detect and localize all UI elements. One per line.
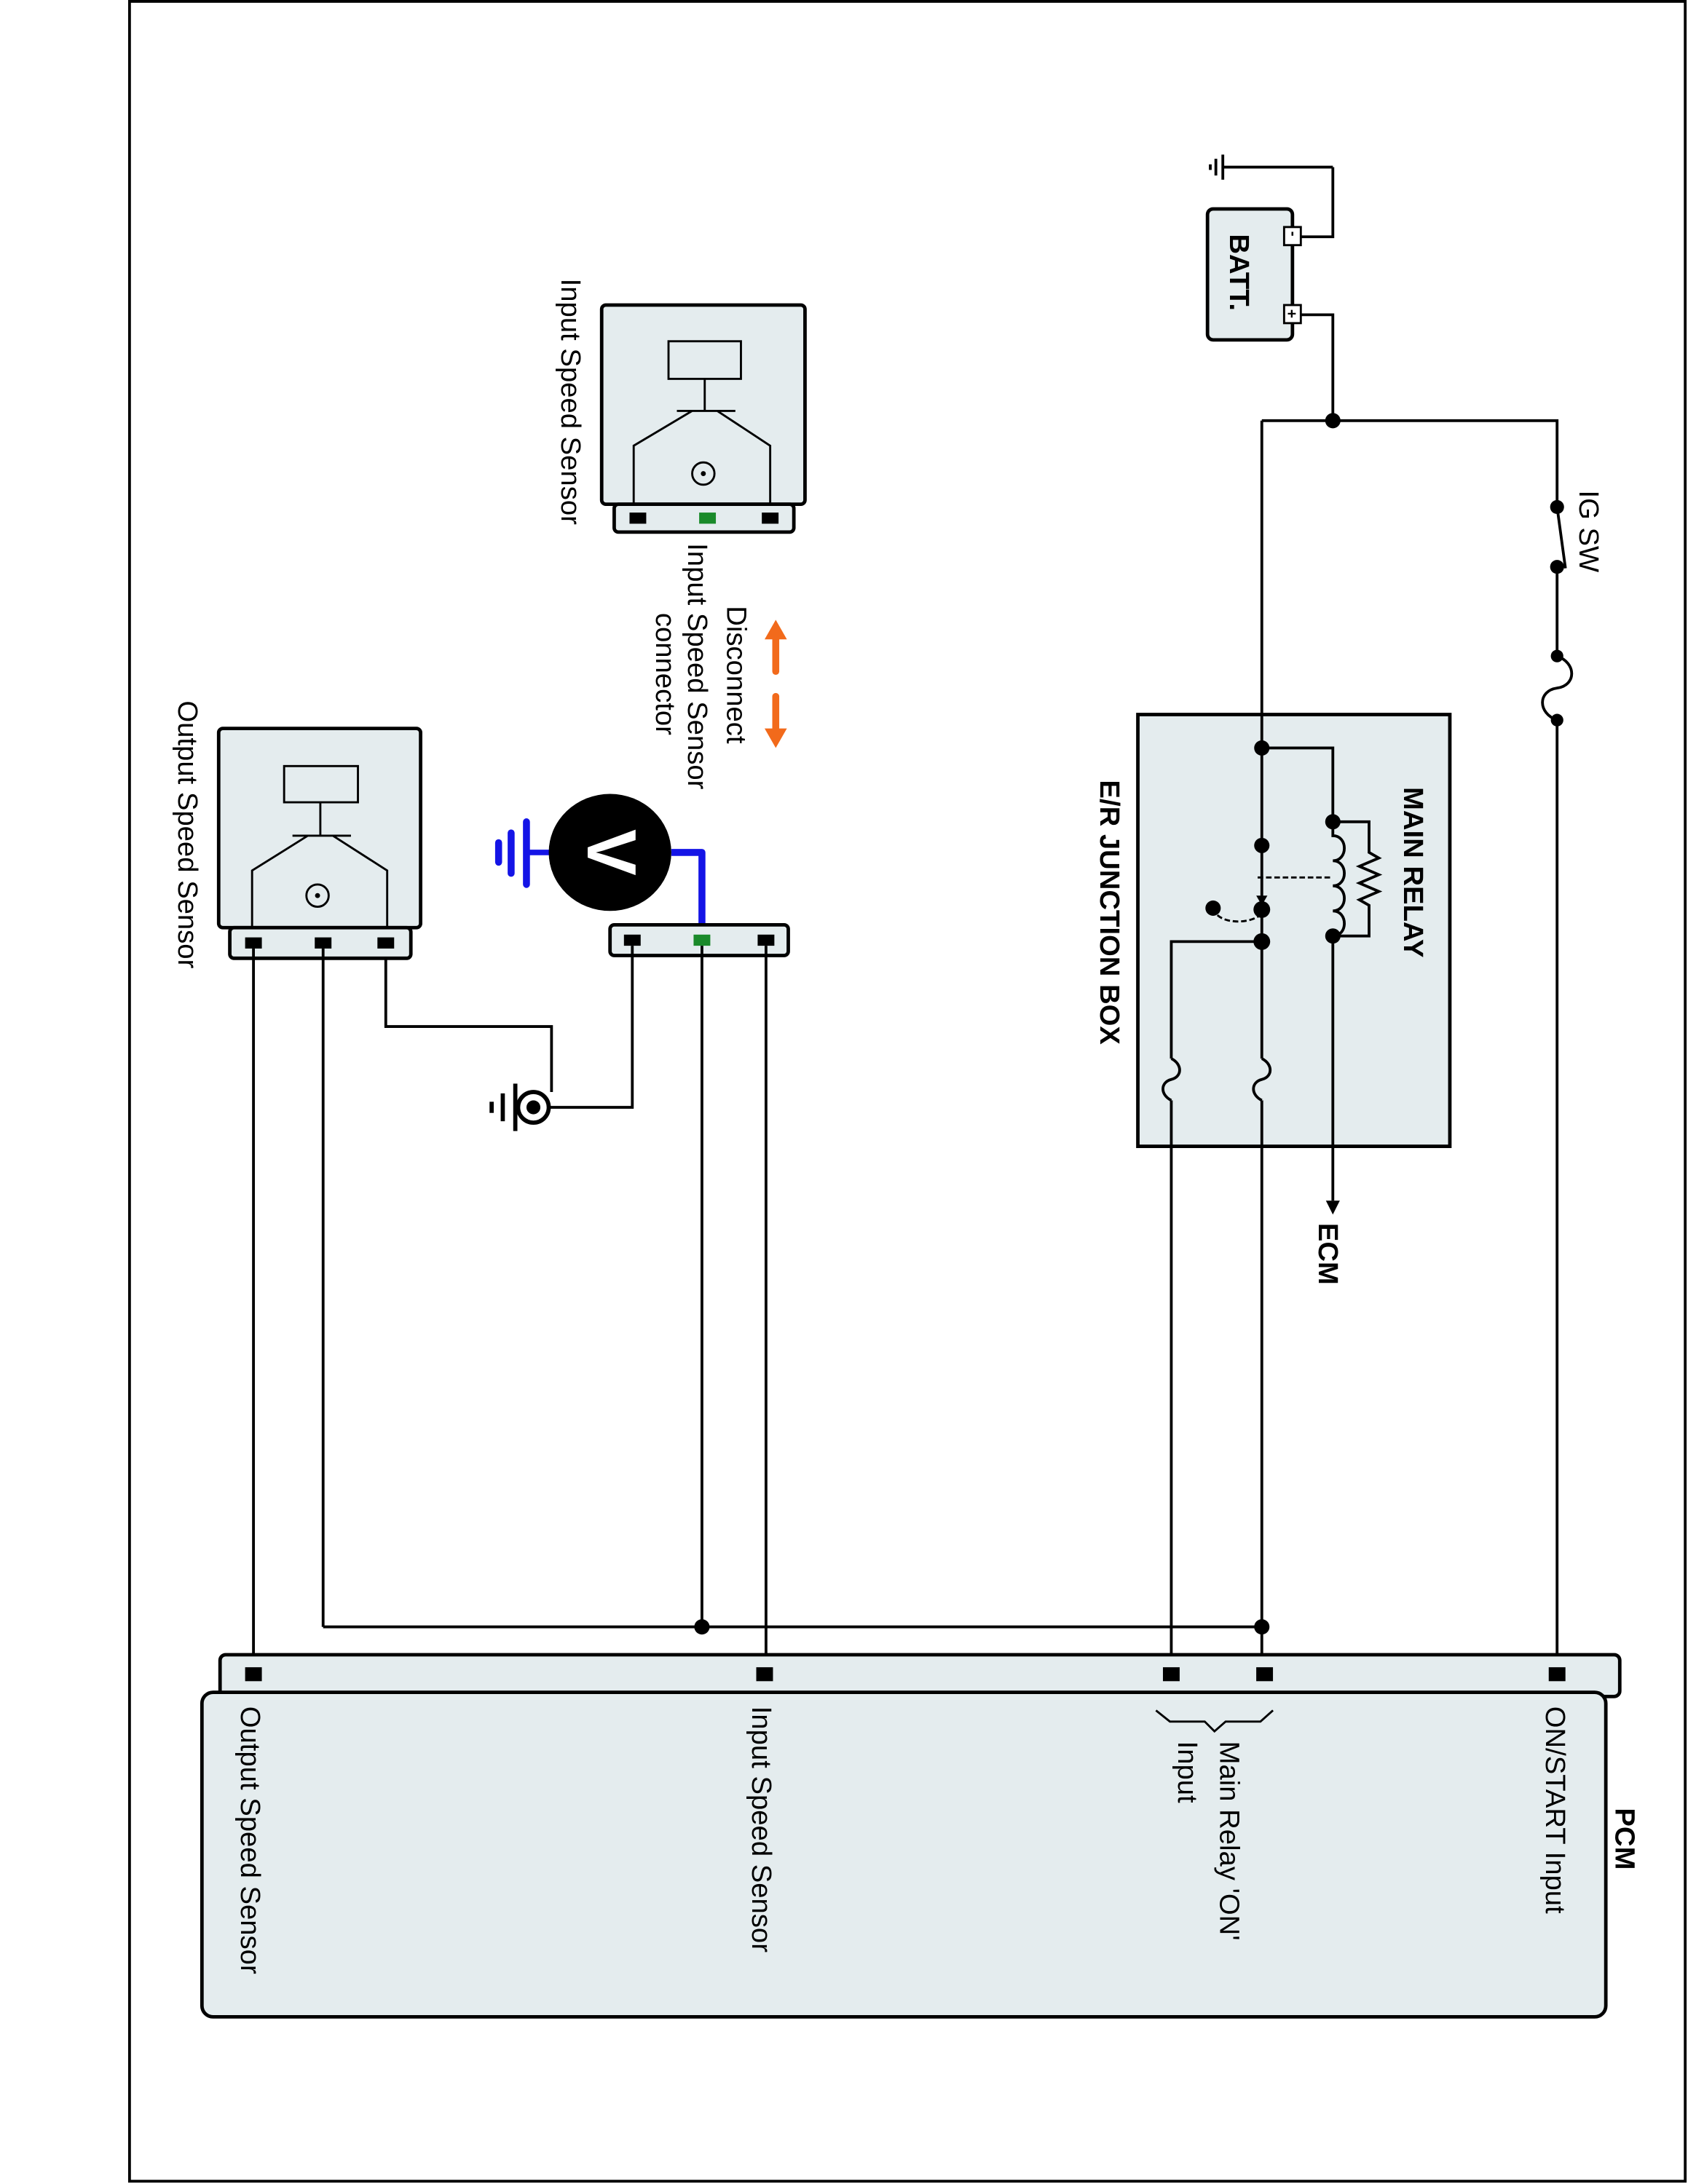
voltmeter: V bbox=[494, 794, 706, 941]
input-speed-sensor bbox=[599, 303, 807, 534]
pcm bbox=[200, 1653, 1622, 2019]
main-relay-label: MAIN RELAY bbox=[1397, 787, 1429, 958]
ecm-arrow-icon bbox=[1325, 1200, 1340, 1215]
brace-icon bbox=[1155, 1709, 1274, 1733]
resistor-icon bbox=[1333, 820, 1383, 938]
input-speed-sensor-harness-connector bbox=[608, 923, 790, 957]
pcm-output-speed-sensor-label: Output Speed Sensor bbox=[234, 1706, 266, 1974]
output-speed-sensor-label: Output Speed Sensor bbox=[172, 700, 203, 968]
disconnect-connector-label-2: connector bbox=[650, 613, 681, 735]
junction-box-label: E/R JUNCTION BOX bbox=[1094, 780, 1125, 1045]
er-junction-box bbox=[1136, 713, 1452, 1149]
battery-minus-label: - bbox=[1285, 232, 1301, 237]
page-frame bbox=[127, 0, 1687, 2183]
ecm-label: ECM bbox=[1312, 1223, 1344, 1285]
output-speed-sensor bbox=[216, 727, 422, 960]
ig-switch-label: IG SW bbox=[1573, 490, 1604, 572]
pcm-main-relay-input-label-2: Input bbox=[1172, 1741, 1203, 1803]
fuse-icon bbox=[1541, 649, 1574, 727]
relay-coil-icon bbox=[1331, 821, 1346, 938]
disconnect-arrow-icon bbox=[764, 620, 787, 748]
pcm-input-speed-sensor-label: Input Speed Sensor bbox=[746, 1706, 777, 1952]
battery-minus-terminal bbox=[1282, 226, 1302, 247]
disconnect-label: Disconnect bbox=[720, 606, 752, 744]
battery-ground-icon bbox=[1209, 154, 1333, 180]
ground-icon bbox=[489, 1083, 551, 1131]
pcm-on-start-input-label: ON/START Input bbox=[1539, 1706, 1571, 1914]
ignition-switch: IG SW bbox=[1550, 490, 1604, 574]
voltmeter-label: V bbox=[572, 829, 650, 876]
fuse-icon bbox=[1162, 1057, 1181, 1102]
battery: BATT. - + bbox=[1205, 207, 1302, 342]
pcm-label: PCM bbox=[1609, 1808, 1641, 1870]
pcm-main-relay-input-label: Main Relay 'ON' bbox=[1213, 1741, 1245, 1941]
fuse-icon bbox=[1252, 1057, 1272, 1102]
input-speed-sensor-label: Input Speed Sensor bbox=[555, 279, 586, 525]
battery-label: BATT. bbox=[1223, 234, 1255, 311]
disconnect-connector-label: Input Speed Sensor bbox=[682, 543, 713, 789]
battery-plus-label: + bbox=[1283, 309, 1300, 318]
